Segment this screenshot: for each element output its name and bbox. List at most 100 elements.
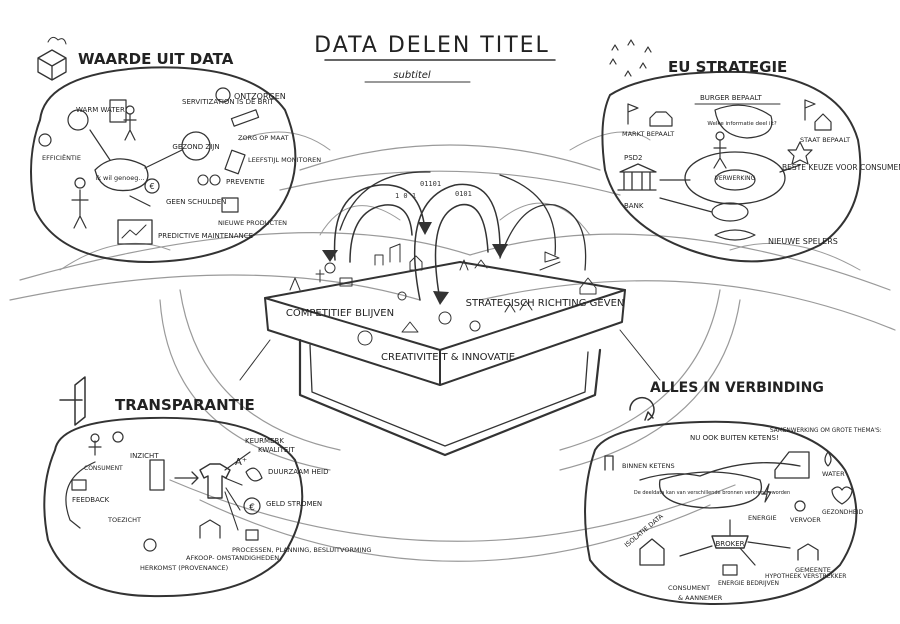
label-efficientie: EFFICIËNTIE [42,153,81,162]
label-servitization: SERVITIZATION IS DE BRIT [182,98,274,106]
svg-text:0101: 0101 [455,190,472,198]
label-consument-vb: CONSUMENT [668,584,710,592]
person-icon [71,189,89,229]
verbinding-title: ALLES IN VERBINDING [650,380,824,396]
label-creativiteit: CREATIVITEIT & INNOVATIE [381,352,515,363]
bubble-waarde-uit-data: WAARDE UIT DATA WARM WATER SERVITIZATION… [30,36,321,263]
phone-icon [224,149,246,175]
town-hall-icon [797,543,819,561]
label-verwerking: VERWERKING [715,175,756,182]
leaf-icon [245,467,263,482]
monitor-chart-icon [117,219,153,245]
person-icon [123,113,137,141]
process-icon [245,529,259,541]
svg-text:€: € [149,182,154,191]
bank-icon [617,163,657,191]
box-icon [221,197,239,213]
vehicle-icon [794,500,806,512]
label-nu-ook: NU OOK BUITEN KETENS! [690,434,779,442]
header: DATA DELEN TITEL subtitel [314,33,556,83]
bubble-alles-in-verbinding: ALLES IN VERBINDING NU OOK BUITEN KETENS… [584,380,882,606]
tshirt-icon [199,463,231,499]
label-herkomst: HERKOMST (PROVENANCE) [140,564,228,572]
label-samenwerking: SAMENWERKING OM GROTE THEMA'S: [770,428,882,434]
label-processen: PROCESSEN, PLANNING, BESLUITVORMING [232,546,371,554]
label-vervoer: VERVOER [790,516,821,524]
label-predictive: PREDICTIVE MAINTENANCE [158,232,253,240]
label-markt-bepaalt: MARKT BEPAALT [622,130,674,138]
svg-text:1 0 1: 1 0 1 [395,192,416,200]
door-icon [59,376,86,426]
label-broker: BROKER [715,540,744,548]
cube-icon [37,36,67,81]
label-binnen-ketens: BINNEN KETENS [622,462,675,470]
label-leefstijl: LEEFSTIJL MONITOREN [248,156,321,164]
label-geldstromen: GELD STROMEN [266,500,322,508]
house-icon [639,538,665,566]
label-duurzaamheid: DUURZAAM HEID [268,468,328,476]
label-nieuwe-producten: NIEUWE PRODUCTEN [218,219,287,227]
label-burger-quote: Welke informatie deel ik? [707,121,776,127]
feedback-icon [71,479,87,491]
eyes-icon [112,431,124,443]
label-afkoop: AFKOOP- OMSTANDIGHEDEN [186,554,279,562]
label-toezicht: TOEZICHT [107,516,141,524]
label-preventie: PREVENTIE [226,178,265,186]
bubble-eu-strategie: EU STRATEGIE BURGER BEPAALT MARKT BEPAAL… [601,39,900,263]
transparantie-title: TRANSPARANTIE [115,396,255,414]
label-hypotheekverstrekker: HYPOTHEEK VERSTREKKER [765,573,846,580]
label-keurmerk: KEURMERK [245,437,284,445]
window-icon [149,459,165,491]
factory-icon [199,519,221,539]
consumer-icon [88,440,102,456]
grade-a-icon: A⁺ [235,457,247,468]
citizen-icon [713,139,727,169]
label-strategisch: STRATEGISCH RICHTING GEVEN [466,298,625,309]
label-ontzorgen: ONTZORGEN [234,92,286,101]
page-title: DATA DELEN TITEL [314,33,550,58]
waarde-title: WAARDE UIT DATA [78,50,234,68]
water-drop-icon [67,109,89,131]
label-ik-wil: ik wil genoeg... [95,174,144,182]
stars-icon [609,39,652,77]
market-icon [627,103,673,127]
label-isolatie: ISOLATIE DATA [623,512,665,549]
label-nieuwe-spelers: NIEUWE SPELERS [768,237,838,246]
money-icon [243,497,261,515]
label-zorg-op-maat: ZORG OP MAAT [238,134,288,142]
central-platform: 01101 1 0 1 0101 COMPETITIEF BLIJVEN S [239,171,661,457]
star-icon [787,141,813,165]
broker-box [711,535,749,549]
label-burger-bepaalt: BURGER BEPAALT [700,94,762,102]
label-competitief: COMPETITIEF BLIJVEN [286,308,394,319]
label-warm-water: WARM WATER [76,106,125,114]
label-aannemer: & AANNEMER [678,594,723,602]
label-staat-bepaalt: STAAT BEPAALT [800,136,850,144]
company-icon [722,564,738,576]
label-gemeente: GEMEENTE [795,566,831,574]
label-inzicht: INZICHT [130,452,159,460]
arrow-spiral-icon [714,229,756,241]
label-energie: ENERGIE [748,514,777,522]
water-icon [824,451,832,467]
label-bank: BANK [624,202,644,210]
heart-icon [831,486,853,505]
energy-icon [762,483,772,503]
euro-icon [144,178,160,194]
state-building-icon [804,99,832,131]
label-gezond-zijn: GEZOND ZIJN [172,143,219,151]
label-energiebedrijven: ENERGIE BEDRIJVEN [718,580,779,587]
eu-title: EU STRATEGIE [668,58,787,76]
location-icon [143,538,157,552]
label-consument: CONSUMENT [84,465,123,472]
bubble-transparantie: TRANSPARANTIE CONSUMENT INZICHT FEEDBACK… [43,376,371,598]
city-icon [774,451,810,479]
ruler-icon [230,109,260,127]
background-arcs [9,131,896,562]
label-feedback: FEEDBACK [72,496,110,504]
face-icon [215,87,231,103]
label-psd2: PSD2 [624,154,643,162]
svg-text:01101: 01101 [420,180,441,188]
sync-icon [629,396,655,421]
